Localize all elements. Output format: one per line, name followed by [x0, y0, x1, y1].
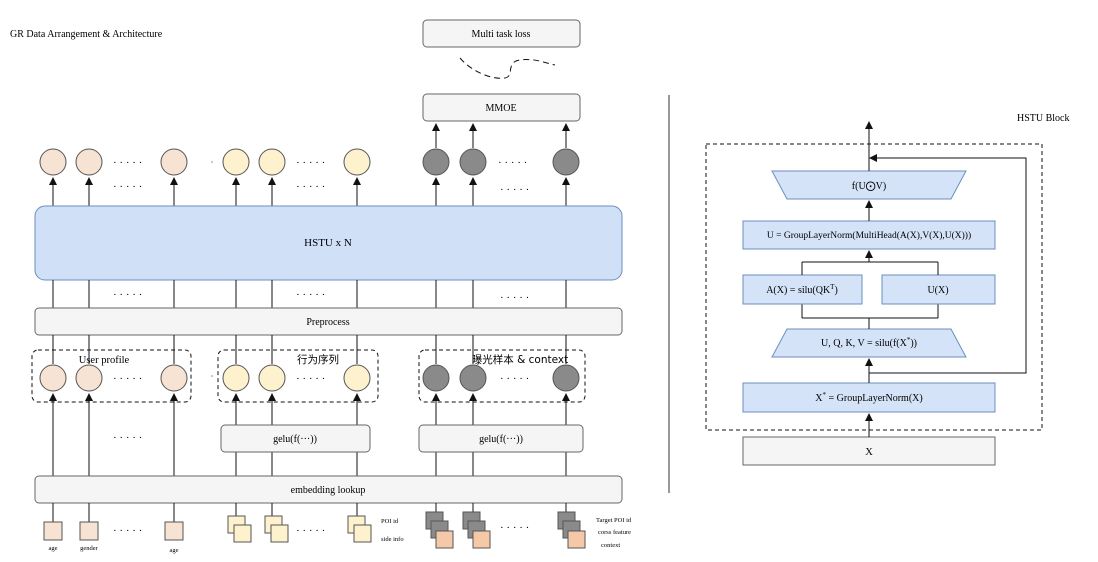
dots-top-6: · · · · ·: [500, 184, 529, 196]
a-x-box: [742, 274, 863, 305]
preprocess-to-hstu-lines: [52, 280, 567, 308]
dots-low-1: · · · · ·: [113, 432, 142, 444]
stray-dot-2: [211, 375, 213, 377]
mmoe-box: [422, 93, 581, 122]
gelu-label-exposure: gelu(f(···)): [479, 434, 523, 445]
multi-task-loss-label: Multi task loss: [472, 29, 531, 40]
exposure-inputs: [425, 511, 586, 549]
top-circles: [39, 148, 580, 176]
dots-top-4: · · · · ·: [113, 181, 142, 193]
dots-mid-2: · · · · ·: [296, 289, 325, 301]
embedding-arrows: [49, 393, 570, 476]
preprocess-label: Preprocess: [306, 317, 349, 328]
uqkv-sup: *: [907, 336, 911, 344]
uqkv-suffix: )): [910, 338, 917, 349]
x-star-label: X* = GroupLayerNorm(X): [815, 391, 922, 404]
branch-lines-lower: [801, 304, 939, 329]
user-profile-group: [31, 349, 192, 403]
dots-top-5: · · · · ·: [296, 181, 325, 193]
dots-mid-1: · · · · ·: [113, 289, 142, 301]
dashed-curve: [459, 57, 556, 79]
x-input-label: X: [865, 447, 873, 458]
multi-task-loss-box: [422, 19, 581, 48]
dots-circ-2: · · · · ·: [296, 373, 325, 385]
behavior-sequence-label: 行为序列: [297, 353, 339, 366]
dots-mid-3: · · · · ·: [500, 292, 529, 304]
gelu-label-sequence: gelu(f(···)): [273, 434, 317, 445]
embedding-lookup-label: embedding lookup: [291, 485, 366, 496]
left-title: GR Data Arrangement & Architecture: [10, 29, 163, 40]
dots-top-2: · · · · ·: [296, 157, 325, 169]
residual-connection: [869, 157, 1027, 374]
x-input-box: [742, 436, 996, 466]
embedding-lookup-box: [34, 475, 623, 504]
dots-input-2: · · · · ·: [296, 525, 325, 537]
hstu-block-dashed: [705, 143, 1043, 431]
a-x-prefix: A(X) = silu(QK: [766, 285, 831, 296]
dots-circ-3: · · · · ·: [500, 373, 529, 385]
input-age-2: age: [169, 547, 178, 554]
stray-dot-1: [211, 161, 213, 163]
fuv-label: f(U⨀V): [852, 181, 886, 192]
u-x-box: [881, 274, 996, 305]
x-star-sup: *: [823, 391, 827, 399]
u-eq-label: U = GroupLayerNorm(MultiHead(A(X),V(X),U…: [767, 230, 971, 241]
input-poi-id: POI id: [381, 518, 399, 525]
uqkv-box: [771, 328, 967, 358]
u-eq-box: [742, 220, 996, 250]
user-profile-inputs: [43, 521, 184, 541]
dots-input-1: · · · · ·: [113, 525, 142, 537]
a-x-suffix: ): [834, 285, 837, 296]
hstu-x-n-box: [34, 205, 623, 281]
behavior-sequence-group: [217, 349, 379, 403]
fuv-box: [771, 170, 967, 200]
exposure-context-label: 曝光样本 & context: [472, 353, 568, 366]
gelu-box-sequence: [220, 424, 371, 453]
dots-top-3: · · · · ·: [498, 157, 527, 169]
hstu-x-n-label: HSTU x N: [304, 237, 352, 249]
uqkv-prefix: U, Q, K, V = silu(f(X: [821, 338, 908, 349]
feature-circles: [39, 364, 580, 392]
input-cross-feature: corss feature: [598, 529, 631, 536]
gelu-box-exposure: [418, 424, 584, 453]
input-side-info: side info: [381, 536, 404, 543]
a-x-label: A(X) = silu(QKT): [766, 283, 838, 296]
input-target-poi-id: Target POI id: [596, 517, 632, 524]
hstu-output-arrows: [49, 177, 570, 206]
mmoe-label: MMOE: [485, 103, 516, 114]
dots-circ-1: · · · · ·: [113, 373, 142, 385]
branch-lines-upper: [801, 261, 939, 275]
input-context: context: [601, 542, 620, 549]
exposure-context-group: [418, 349, 586, 403]
mmoe-arrows: [432, 123, 570, 148]
a-x-sup: T: [830, 283, 835, 291]
sequence-inputs: [227, 515, 372, 543]
uqkv-label: U, Q, K, V = silu(f(X*)): [821, 336, 917, 349]
u-x-label: U(X): [927, 285, 948, 296]
x-star-prefix: X: [815, 393, 823, 404]
input-gender: gender: [80, 545, 99, 552]
dots-input-3: · · · · ·: [500, 522, 529, 534]
dots-top-1: · · · · ·: [113, 157, 142, 169]
preprocess-box: [34, 307, 623, 336]
user-profile-label: User profile: [79, 355, 130, 366]
input-age-1: age: [48, 545, 57, 552]
right-title: HSTU Block: [1017, 113, 1070, 124]
input-lines: [52, 503, 567, 522]
x-star-suffix: = GroupLayerNorm(X): [826, 393, 923, 404]
